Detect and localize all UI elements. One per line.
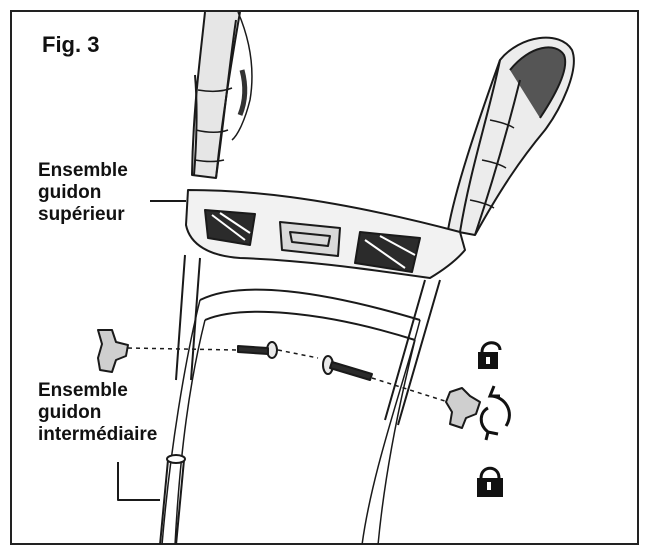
lower-loop-frame [199,288,421,341]
middle-leader-line [117,462,160,501]
star-knob-left [97,329,129,373]
locked-padlock-icon [477,466,503,497]
middle-assembly-label-line2: guidon [38,402,102,423]
middle-handle-tube [159,459,185,544]
upper-right-grip [447,36,575,236]
lower-loop-right [361,319,421,544]
upper-right-tube [384,279,441,426]
carriage-bolt-left [237,341,278,359]
middle-assembly-label-line1: Ensemble [38,380,128,401]
middle-assembly-label-line3: intermédiaire [38,424,158,445]
unlocked-padlock-icon [478,341,502,369]
upper-cross-bracket [185,189,466,279]
carriage-bolt-right [322,355,373,381]
figure-title: Fig. 3 [42,32,100,57]
upper-left-grip [191,11,253,179]
upper-assembly-label: Ensemble guidon supérieur [38,160,128,226]
upper-assembly-label-line2: guidon [38,182,102,203]
middle-assembly-label: Ensemble guidon intermédiaire [38,380,157,446]
upper-assembly-label-line1: Ensemble [38,160,128,181]
star-knob-right [445,387,481,429]
rotate-arrows-icon [479,385,511,441]
upper-assembly-label-line3: supérieur [38,204,125,225]
lower-loop-left [161,299,206,544]
